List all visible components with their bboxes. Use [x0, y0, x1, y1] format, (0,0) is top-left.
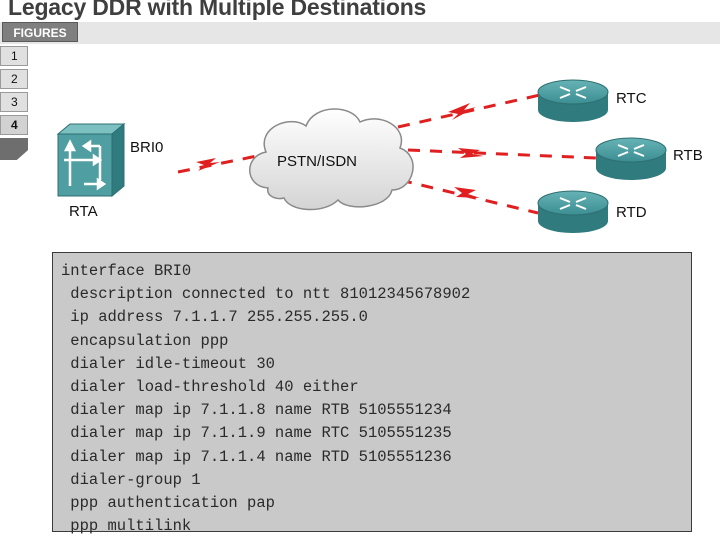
network-diagram: [56, 79, 667, 233]
figures-bar: [0, 22, 720, 44]
figure-tab-3[interactable]: 3: [0, 92, 28, 112]
link-cloud-rtb: [407, 148, 597, 160]
rtd-router-icon: [537, 190, 609, 233]
bolt-rtb: [458, 148, 484, 158]
config-line: ppp multilink: [61, 517, 192, 536]
config-line: interface BRI0: [61, 262, 192, 280]
rtc-router-icon: [537, 79, 609, 122]
cloud-icon: [249, 108, 414, 211]
rtb-router-icon: [595, 137, 667, 180]
link-rta-cloud: [177, 153, 263, 174]
interface-label: BRI0: [130, 139, 164, 156]
config-line: encapsulation ppp: [61, 331, 229, 350]
config-line: ip address 7.1.1.7 255.255.255.0: [61, 308, 368, 327]
rtb-label: RTB: [673, 147, 703, 164]
bolt-rtd: [454, 187, 480, 198]
config-line: description connected to ntt 81012345678…: [61, 285, 471, 304]
link-cloud-rtc: [397, 93, 541, 129]
figure-nav: 1 2 3 4: [0, 46, 30, 160]
rtc-label: RTC: [616, 90, 647, 107]
config-line: dialer map ip 7.1.1.4 name RTD 510555123…: [61, 447, 452, 466]
config-line: ppp authentication pap: [61, 494, 275, 513]
figures-tab[interactable]: FIGURES: [2, 22, 78, 42]
cloud-label: PSTN/ISDN: [277, 153, 358, 170]
config-line: dialer load-threshold 40 either: [61, 378, 359, 397]
config-line: dialer map ip 7.1.1.8 name RTB 510555123…: [61, 401, 452, 420]
page-title: Legacy DDR with Multiple Destinations: [8, 0, 427, 20]
bolt-rtc: [448, 103, 476, 120]
rtd-label: RTD: [616, 204, 647, 221]
config-line: dialer idle-timeout 30: [61, 354, 275, 373]
figure-tab-2[interactable]: 2: [0, 69, 28, 89]
figure-tab-4[interactable]: 4: [0, 115, 28, 135]
lightning-marks: [196, 103, 484, 198]
config-listing: interface BRI0 description connected to …: [52, 252, 692, 535]
figure-nav-end: [0, 138, 28, 160]
rta-label: RTA: [69, 203, 98, 220]
config-line: dialer-group 1: [61, 470, 201, 489]
bolt-rta: [196, 158, 220, 171]
config-line: dialer map ip 7.1.1.9 name RTC 510555123…: [61, 424, 452, 443]
rta-router-icon: [56, 122, 126, 198]
dashed-links: [177, 93, 597, 215]
figure-tab-1[interactable]: 1: [0, 46, 28, 66]
